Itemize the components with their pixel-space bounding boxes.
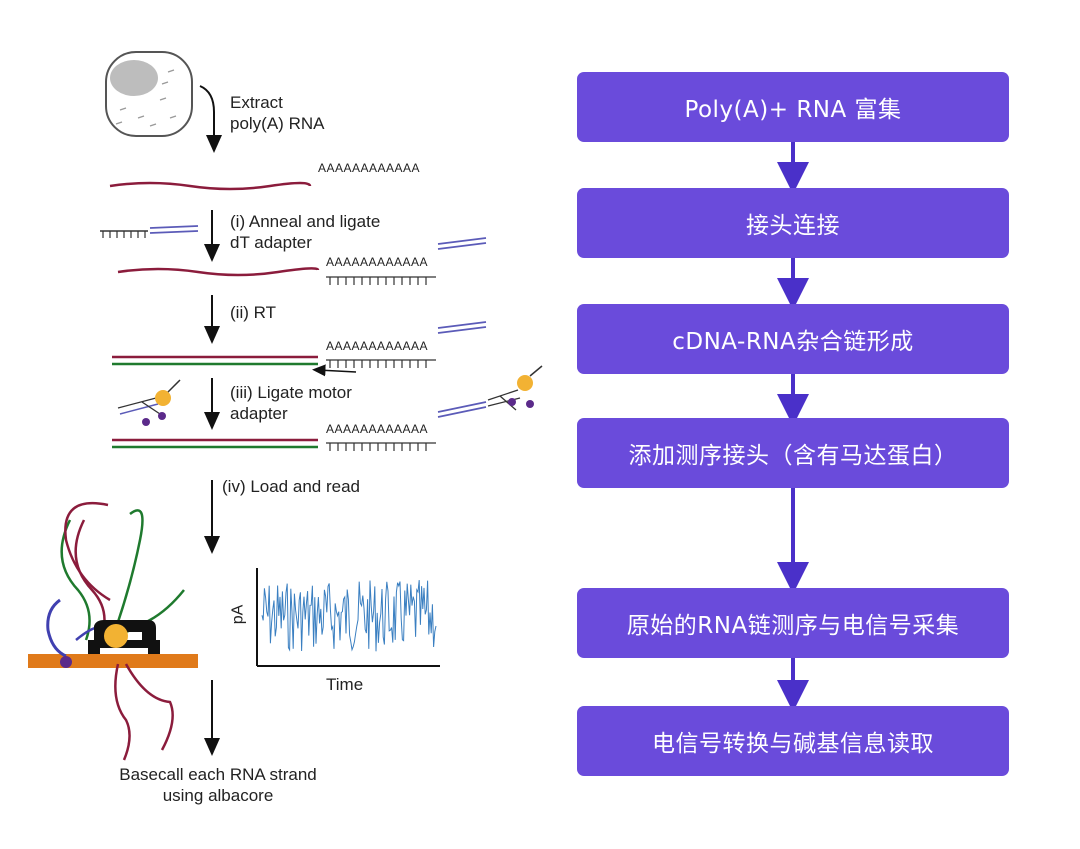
dt-adapter-left bbox=[100, 225, 199, 238]
polya-tail-label-2: AAAAAAAAAAAA bbox=[326, 255, 429, 269]
workflow-arrows bbox=[777, 142, 809, 712]
rna-strand-1 bbox=[109, 181, 312, 191]
step-basecalling: 电信号转换与碱基信息读取 bbox=[577, 706, 1009, 776]
rna-strand-2 bbox=[117, 267, 320, 277]
rt-label: (ii) RT bbox=[230, 303, 276, 322]
cell-icon bbox=[105, 51, 193, 137]
nanopore-schematic: Extract poly(A) RNA AAAAAAAAAAAA AAAAAAA… bbox=[28, 51, 543, 805]
basecall-label: Basecall each RNA strand using albacore bbox=[119, 765, 317, 805]
dt-bound-2 bbox=[326, 276, 436, 285]
workflow-panel: Poly(A)+ RNA 富集 接头连接 cDNA-RNA杂合链形成 添加测序接… bbox=[577, 0, 1009, 849]
plot-xlabel: Time bbox=[326, 675, 364, 694]
ligate-motor-label: (iii) Ligate motor adapter bbox=[230, 383, 352, 423]
step-sequencing-signal: 原始的RNA链测序与电信号采集 bbox=[577, 588, 1009, 658]
polya-tail-label-4: AAAAAAAAAAAA bbox=[326, 422, 429, 436]
extract-label: Extract poly(A) RNA bbox=[230, 93, 325, 133]
step-adapter-ligation: 接头连接 bbox=[577, 188, 1009, 258]
anneal-label: (i) Anneal and ligate dT adapter bbox=[230, 212, 381, 252]
step-motor-adapter: 添加测序接头（含有马达蛋白） bbox=[577, 418, 1009, 488]
polya-tail-label-3: AAAAAAAAAAAA bbox=[326, 339, 429, 353]
schematic-graphics bbox=[28, 51, 543, 761]
extract-arrow bbox=[199, 85, 222, 153]
load-read-label: (iv) Load and read bbox=[222, 477, 360, 496]
step-polya-enrichment: Poly(A)+ RNA 富集 bbox=[577, 72, 1009, 142]
signal-plot bbox=[256, 568, 440, 667]
polya-tail-label: AAAAAAAAAAAA bbox=[318, 161, 421, 175]
motor-adapter-right bbox=[437, 365, 543, 418]
motor-adapter-left bbox=[117, 379, 181, 426]
nanopore-membrane bbox=[28, 501, 198, 761]
plot-ylabel: pA bbox=[229, 604, 247, 625]
step-hybrid-formation: cDNA-RNA杂合链形成 bbox=[577, 304, 1009, 374]
